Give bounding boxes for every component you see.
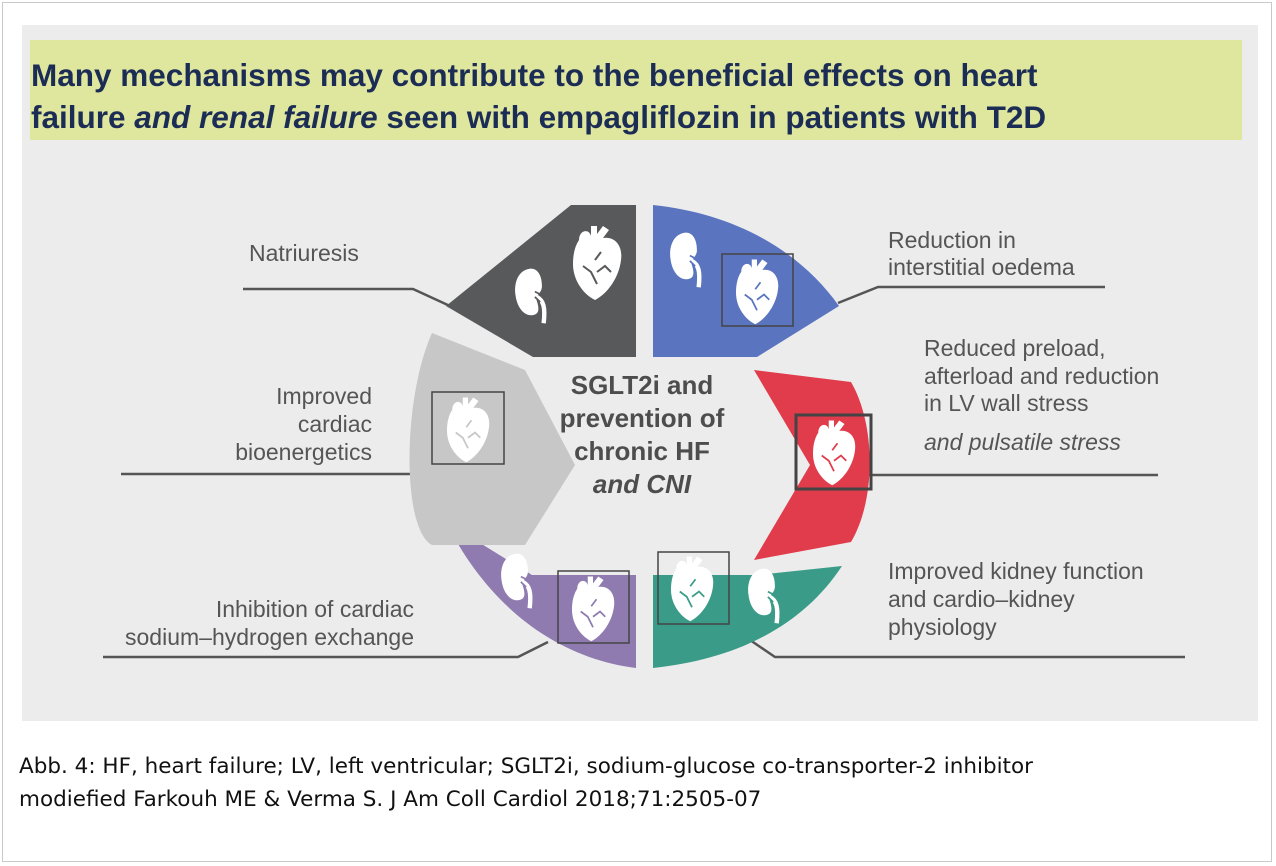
label-natriuresis: Natriuresis	[249, 240, 359, 266]
heart-highlight-box	[721, 253, 794, 327]
center-line-3: chronic HF	[574, 436, 710, 466]
center-label: SGLT2i and prevention of chronic HF and …	[560, 370, 725, 499]
leader-lines	[103, 285, 1185, 659]
label-kidney-2: and cardio–kidney	[888, 586, 1075, 612]
label-exchange-1: Inhibition of cardiac	[216, 596, 414, 622]
label-bio-3: bioenergetics	[235, 439, 372, 465]
heart-highlight-box	[657, 551, 730, 625]
heart-highlight-box	[431, 391, 505, 465]
label-preload-2: afterload and reduction	[924, 363, 1159, 389]
label-kidney-3: physiology	[888, 614, 997, 640]
caption-line-2: modiefied Farkouh ME & Verma S. J Am Col…	[19, 787, 762, 812]
label-bio-1: Improved	[276, 383, 372, 409]
label-interstitial-1: Reduction in	[888, 227, 1016, 253]
heart-highlight-box	[794, 413, 873, 491]
title-band	[30, 40, 1242, 140]
leader-natriuresis	[243, 287, 451, 308]
figure-caption: Abb. 4: HF, heart failure; LV, left vent…	[19, 750, 1259, 816]
center-line-1: SGLT2i and	[571, 370, 714, 400]
slide-title: Many mechanisms may contribute to the be…	[31, 54, 1241, 138]
leader-exchange	[103, 640, 549, 659]
label-preload-1: Reduced preload,	[924, 335, 1106, 361]
leader-kidney	[749, 638, 1185, 659]
title-line-2-start: failure	[31, 99, 135, 135]
heart-highlight-box	[557, 570, 630, 644]
title-line-2-end: seen with empagliflozin in patients with…	[377, 99, 1047, 135]
title-line-2-italic: and renal failure	[134, 99, 378, 135]
label-bio-2: cardiac	[298, 411, 372, 437]
slide-panel	[22, 25, 1258, 721]
label-kidney-1: Improved kidney function	[888, 558, 1144, 584]
label-preload-4: and pulsatile stress	[924, 429, 1121, 455]
segment-bioenergetics	[409, 333, 575, 545]
title-line-1: Many mechanisms may contribute to the be…	[31, 57, 1038, 93]
caption-line-1: Abb. 4: HF, heart failure; LV, left vent…	[19, 754, 1033, 779]
label-interstitial-2: interstitial oedema	[888, 254, 1075, 280]
label-exchange-2: sodium–hydrogen exchange	[125, 624, 414, 650]
center-line-2: prevention of	[560, 403, 725, 433]
segment-preload	[754, 370, 870, 560]
leader-interstitial	[837, 285, 1105, 305]
label-preload-3: in LV wall stress	[924, 390, 1088, 416]
center-line-4: and CNI	[593, 469, 692, 499]
